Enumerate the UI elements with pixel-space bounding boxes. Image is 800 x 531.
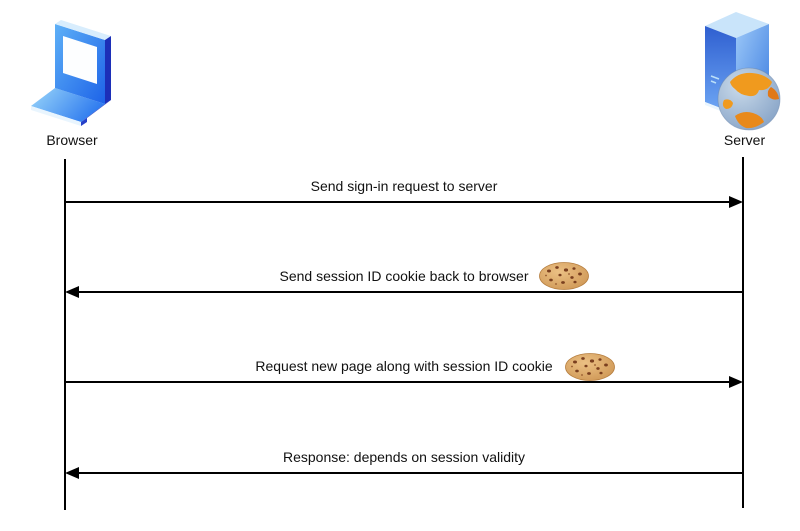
cookie-icon bbox=[539, 262, 589, 290]
message-arrow-request-page bbox=[66, 381, 729, 383]
arrowhead-right-icon bbox=[729, 376, 743, 388]
server-globe-icon bbox=[705, 12, 781, 131]
message-label-session-cookie: Send session ID cookie back to browser bbox=[279, 268, 529, 284]
arrowhead-left-icon bbox=[65, 286, 79, 298]
arrowhead-left-icon bbox=[65, 467, 79, 479]
server-lifeline bbox=[742, 157, 744, 508]
cookie-icon bbox=[565, 353, 615, 381]
message-arrow-session-cookie bbox=[79, 291, 742, 293]
message-label-request-page: Request new page along with session ID c… bbox=[255, 358, 553, 374]
message-arrow-signin bbox=[66, 201, 729, 203]
message-label-signin: Send sign-in request to server bbox=[310, 178, 498, 194]
laptop-icon bbox=[31, 20, 111, 126]
message-arrow-response bbox=[79, 472, 742, 474]
message-label-response: Response: depends on session validity bbox=[282, 449, 526, 465]
actor-label-browser: Browser bbox=[46, 132, 98, 148]
browser-lifeline bbox=[64, 159, 66, 510]
arrowhead-right-icon bbox=[729, 196, 743, 208]
actor-label-server: Server bbox=[723, 132, 766, 148]
